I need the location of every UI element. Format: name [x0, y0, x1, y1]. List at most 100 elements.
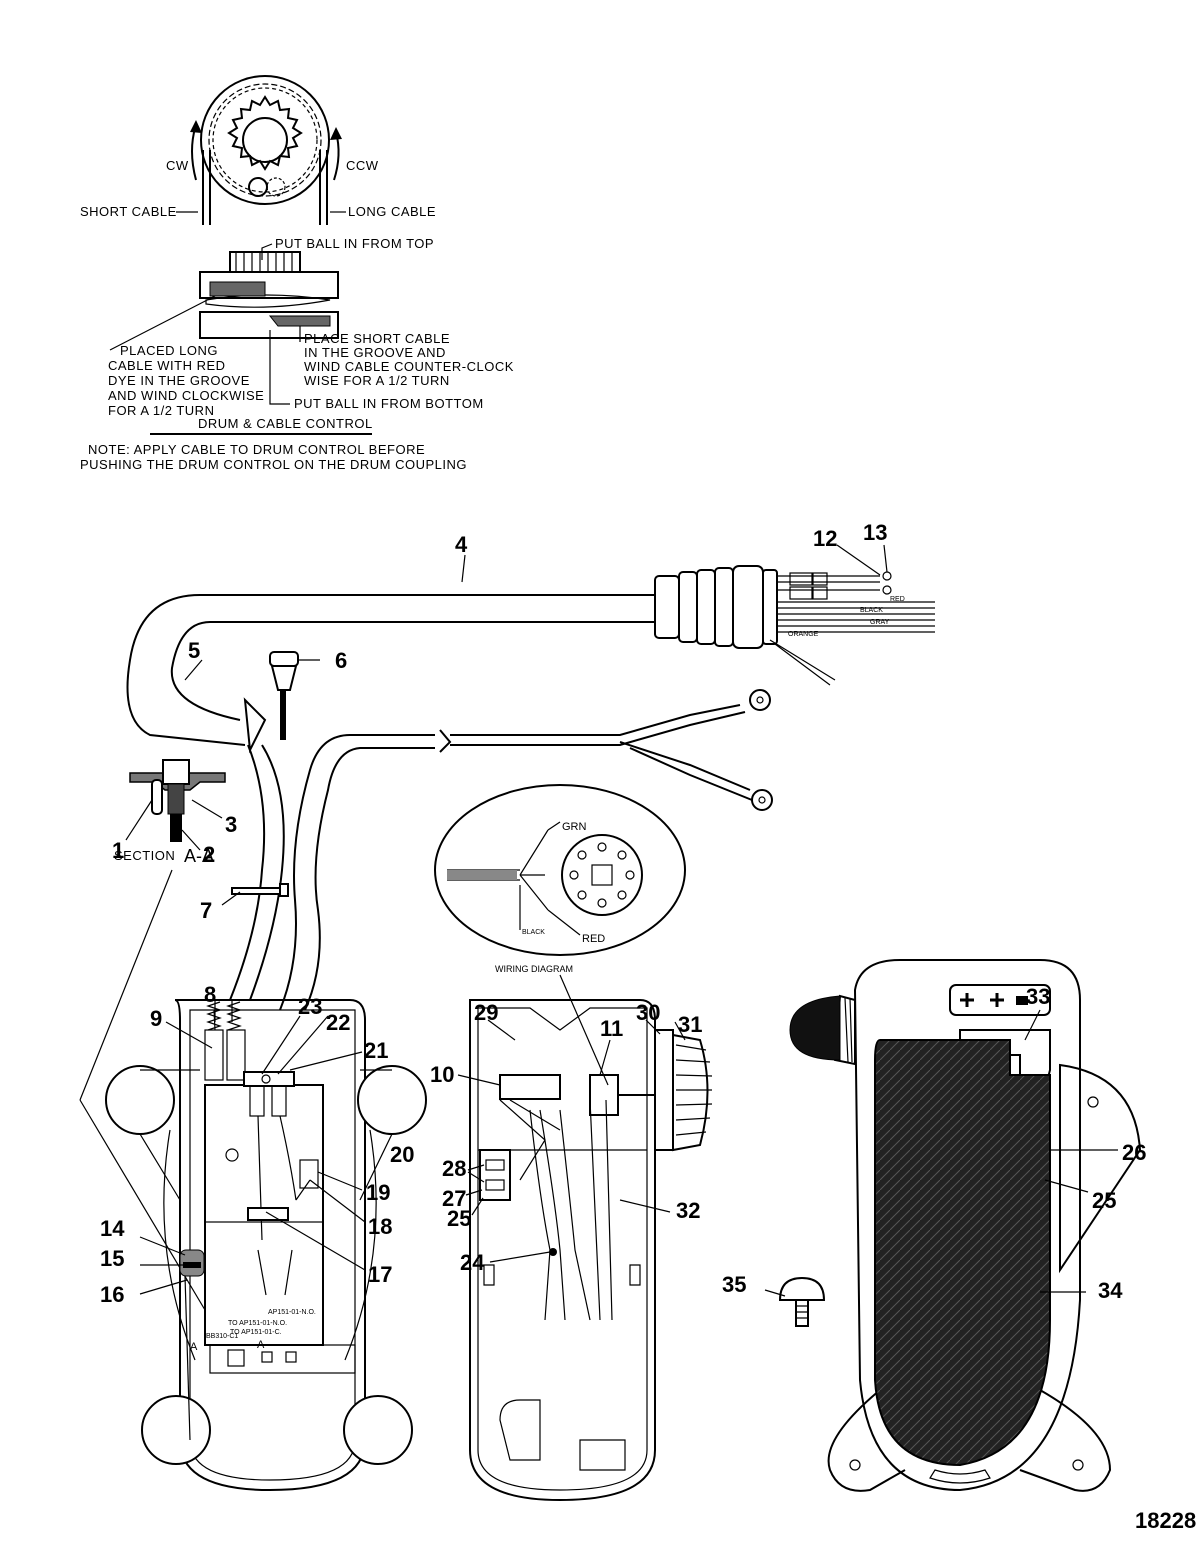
- leader-33: [1024, 1009, 1041, 1041]
- leader-4: [461, 554, 466, 583]
- wire-harness: [529, 1109, 591, 1321]
- nut-15: [183, 1262, 201, 1268]
- spring-base-right: [226, 1029, 246, 1081]
- section-mark-a-right: A: [257, 1339, 265, 1351]
- housing-inner: [477, 1007, 648, 1491]
- cushion-ball-br: [343, 1395, 413, 1465]
- top-ball-leader: [261, 243, 273, 260]
- knob-collar: [654, 1029, 674, 1151]
- ring-terminal-1-hole: [756, 696, 764, 704]
- callout-16: 16: [100, 1282, 124, 1307]
- lead-2: [619, 741, 751, 791]
- lead-2-lower: [629, 747, 753, 801]
- drum-side-lower: [199, 311, 339, 339]
- drum-side-upper: [199, 271, 339, 299]
- callout-13: 13: [863, 520, 887, 545]
- wire-orange-label: ORANGE: [788, 631, 819, 638]
- lead-1-upper: [450, 704, 741, 736]
- drum-cable-inset: CW CCW SHORT CABLE LONG CABLE PUT BALL I…: [80, 75, 513, 472]
- board-ap-no: AP151-01-N.O.: [268, 1309, 316, 1316]
- top-ball-label: PUT BALL IN FROM TOP: [275, 236, 434, 251]
- callout-27: 27: [442, 1186, 466, 1211]
- section-mark-a-left: A: [190, 1341, 198, 1353]
- short-note-line-1: PLACE SHORT CABLE: [304, 331, 450, 346]
- callout-28: 28: [442, 1156, 466, 1181]
- callout-18: 18: [368, 1214, 392, 1239]
- callout-31: 31: [678, 1012, 702, 1037]
- ccw-label: CCW: [346, 158, 379, 173]
- harness-tie: [549, 1248, 557, 1256]
- drum-side-top-knurl: [229, 251, 301, 273]
- cable-down-b: [249, 744, 285, 1001]
- orange-lead: [769, 639, 836, 686]
- note-line-2: PUSHING THE DRUM CONTROL ON THE DRUM COU…: [80, 457, 467, 472]
- term-2: [882, 585, 892, 595]
- pot-wires: [589, 1099, 613, 1321]
- ground-wire-16: [184, 1275, 191, 1441]
- wire-black-label: BLACK: [860, 607, 883, 614]
- hole-nw: [577, 850, 587, 860]
- leader-17: [265, 1211, 366, 1271]
- boot-ring-4: [714, 567, 734, 647]
- long-cable-groove: [209, 281, 266, 297]
- power-cable-break: [439, 729, 452, 753]
- knurl-lines: [235, 252, 293, 272]
- switch-block: [479, 1149, 511, 1201]
- long-note-line-2: CABLE WITH RED: [108, 358, 226, 373]
- pedal-flange-left: [827, 1389, 906, 1492]
- term-1: [882, 571, 892, 581]
- cw-arrow: [191, 124, 197, 181]
- long-note-line-1: PLACED LONG: [120, 343, 218, 358]
- callout-2: 2: [203, 842, 215, 867]
- pedal-heel-slot: [929, 1469, 991, 1484]
- callout-26: 26: [1122, 1140, 1146, 1165]
- long-cable-label: LONG CABLE: [348, 204, 436, 219]
- hole-s: [597, 898, 607, 908]
- pedal-flange-right-bottom: [1019, 1389, 1112, 1492]
- cable-fill: [447, 870, 517, 880]
- short-note-line-4: WISE FOR A 1/2 TURN: [304, 373, 450, 388]
- drum-inner-dashed-2: [212, 87, 318, 193]
- connector-b: [812, 572, 828, 586]
- leader-18: [309, 1179, 366, 1223]
- leader-10: [457, 1074, 501, 1086]
- hole-se: [617, 890, 627, 900]
- leader-28b: [467, 1171, 485, 1183]
- screw-threads: [796, 1305, 808, 1319]
- pot-center: [591, 864, 613, 886]
- switch-block-slot-1: [485, 1159, 505, 1171]
- hole-ne: [617, 850, 627, 860]
- cushion-ball-tl: [105, 1065, 175, 1135]
- callout-25-right: 25: [1092, 1188, 1116, 1213]
- bottom-bracket: [209, 1344, 356, 1374]
- indicator-block: [1016, 996, 1028, 1005]
- pedal-housing-open: [469, 999, 713, 1502]
- boot-ring-5: [732, 565, 764, 649]
- leader-22: [277, 1015, 329, 1075]
- leader-5: [184, 659, 203, 681]
- callout-8: 8: [204, 982, 216, 1007]
- leader-21: [289, 1051, 363, 1071]
- leader-23: [261, 1015, 301, 1075]
- cushion-ball-bl: [141, 1395, 211, 1465]
- callout-30: 30: [636, 1000, 660, 1025]
- wire-red-label: RED: [890, 596, 905, 603]
- section-cable: [170, 814, 182, 842]
- knob-ridges: [844, 997, 853, 1063]
- cable-break: [243, 697, 267, 754]
- section-label: SECTION: [114, 848, 175, 863]
- mount-hole-1: [1087, 1096, 1099, 1108]
- leader-19: [317, 1171, 363, 1191]
- connector-c: [789, 586, 813, 600]
- grn-leader: [547, 821, 561, 831]
- leader-29: [487, 1019, 516, 1041]
- grommet-left: [249, 1085, 265, 1117]
- section-nut: [162, 759, 190, 785]
- leader-35: [764, 1289, 786, 1297]
- spring-base-left: [204, 1029, 224, 1081]
- indicator-plus-1: [960, 993, 974, 1007]
- knob-dark: [789, 995, 841, 1061]
- callout-12: 12: [813, 526, 837, 551]
- wiring-diagram-inset: GRN BLACK RED WIRING DIAGRAM: [434, 784, 686, 1086]
